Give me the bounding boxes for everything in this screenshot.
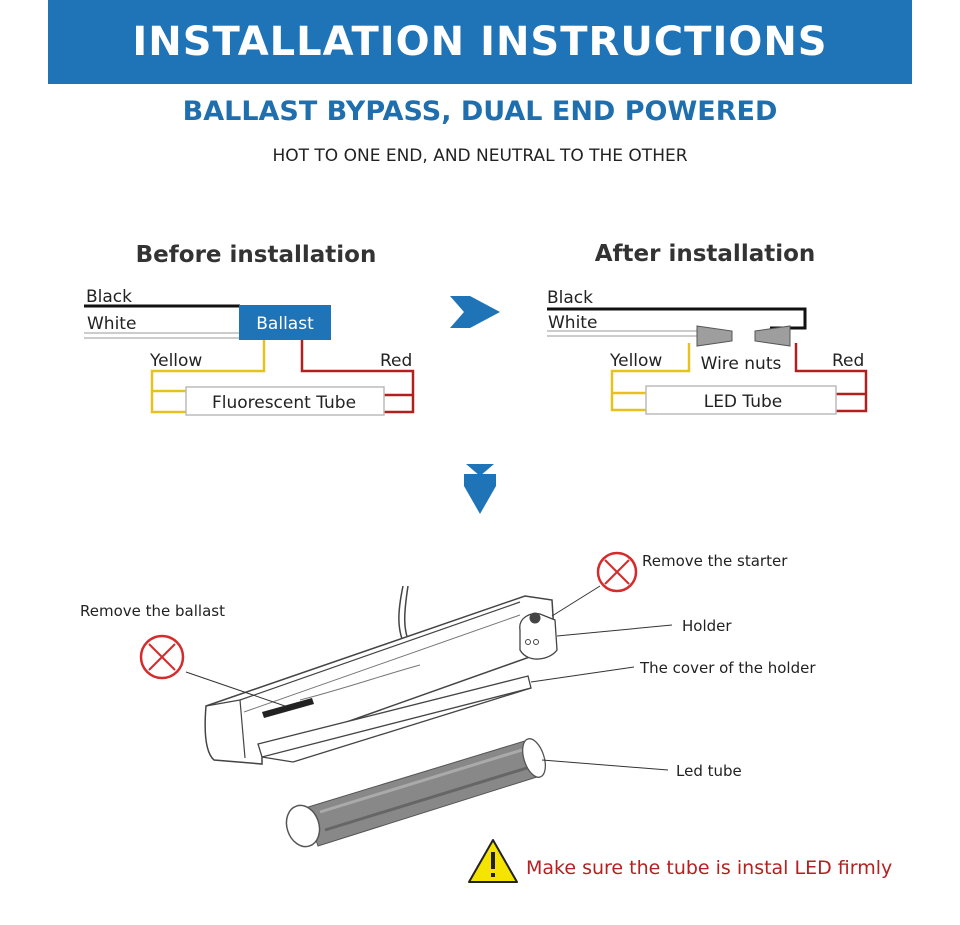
starter	[529, 612, 541, 624]
before-yellow-label: Yellow	[149, 351, 202, 371]
warning-triangle-icon	[468, 839, 518, 883]
ballast-box	[239, 305, 331, 340]
after-heading: After installation	[595, 241, 816, 267]
arrow-down-icon	[464, 464, 496, 514]
wire-nuts-label: Wire nuts	[701, 354, 782, 374]
before-diagram: Before installation Black White Ballast …	[84, 242, 415, 416]
holder-label: Holder	[682, 617, 732, 635]
before-black-label: Black	[86, 287, 132, 307]
remove-ballast-label: Remove the ballast	[80, 602, 225, 620]
title-banner: INSTALLATION INSTRUCTIONS	[48, 0, 912, 84]
after-red-label: Red	[832, 351, 864, 371]
after-yellow-wire	[610, 343, 691, 412]
before-white-label: White	[87, 314, 136, 334]
after-yellow-label: Yellow	[609, 351, 662, 371]
ballast-part	[262, 698, 314, 718]
after-red-wire	[794, 343, 868, 413]
led-tube-part	[285, 738, 546, 848]
prohibit-icon	[139, 634, 185, 680]
wire-nut-icon	[696, 325, 733, 347]
before-red-wire	[300, 340, 415, 414]
remove-starter-label: Remove the starter	[642, 552, 788, 570]
fluorescent-tube	[185, 386, 385, 416]
holder	[519, 612, 558, 660]
warning-text: Make sure the tube is instal LED firmly	[526, 857, 892, 879]
subtitle: BALLAST BYPASS, DUAL END POWERED	[182, 96, 778, 127]
ballast-label: Ballast	[256, 314, 314, 334]
led-tube-box	[645, 385, 837, 415]
arrow-right-icon	[450, 296, 500, 328]
after-white-label: White	[548, 313, 597, 333]
subtitle-detail: HOT TO ONE END, AND NEUTRAL TO THE OTHER	[272, 146, 688, 166]
after-black-label: Black	[547, 288, 593, 308]
before-yellow-wire	[150, 340, 266, 414]
page-title: INSTALLATION INSTRUCTIONS	[132, 19, 828, 65]
fixture-illustration: Remove the starter Remove the ballast Ho…	[80, 551, 892, 883]
holder-cover-label: The cover of the holder	[639, 659, 816, 677]
fluorescent-tube-label: Fluorescent Tube	[212, 393, 356, 413]
before-heading: Before installation	[136, 242, 377, 268]
led-tube-part-label: Led tube	[676, 762, 742, 780]
before-red-label: Red	[380, 351, 412, 371]
wire-nut-icon	[754, 325, 791, 347]
prohibit-icon	[596, 551, 638, 593]
after-diagram: After installation Black White Wire nuts…	[547, 241, 868, 415]
led-tube-label: LED Tube	[704, 392, 783, 412]
